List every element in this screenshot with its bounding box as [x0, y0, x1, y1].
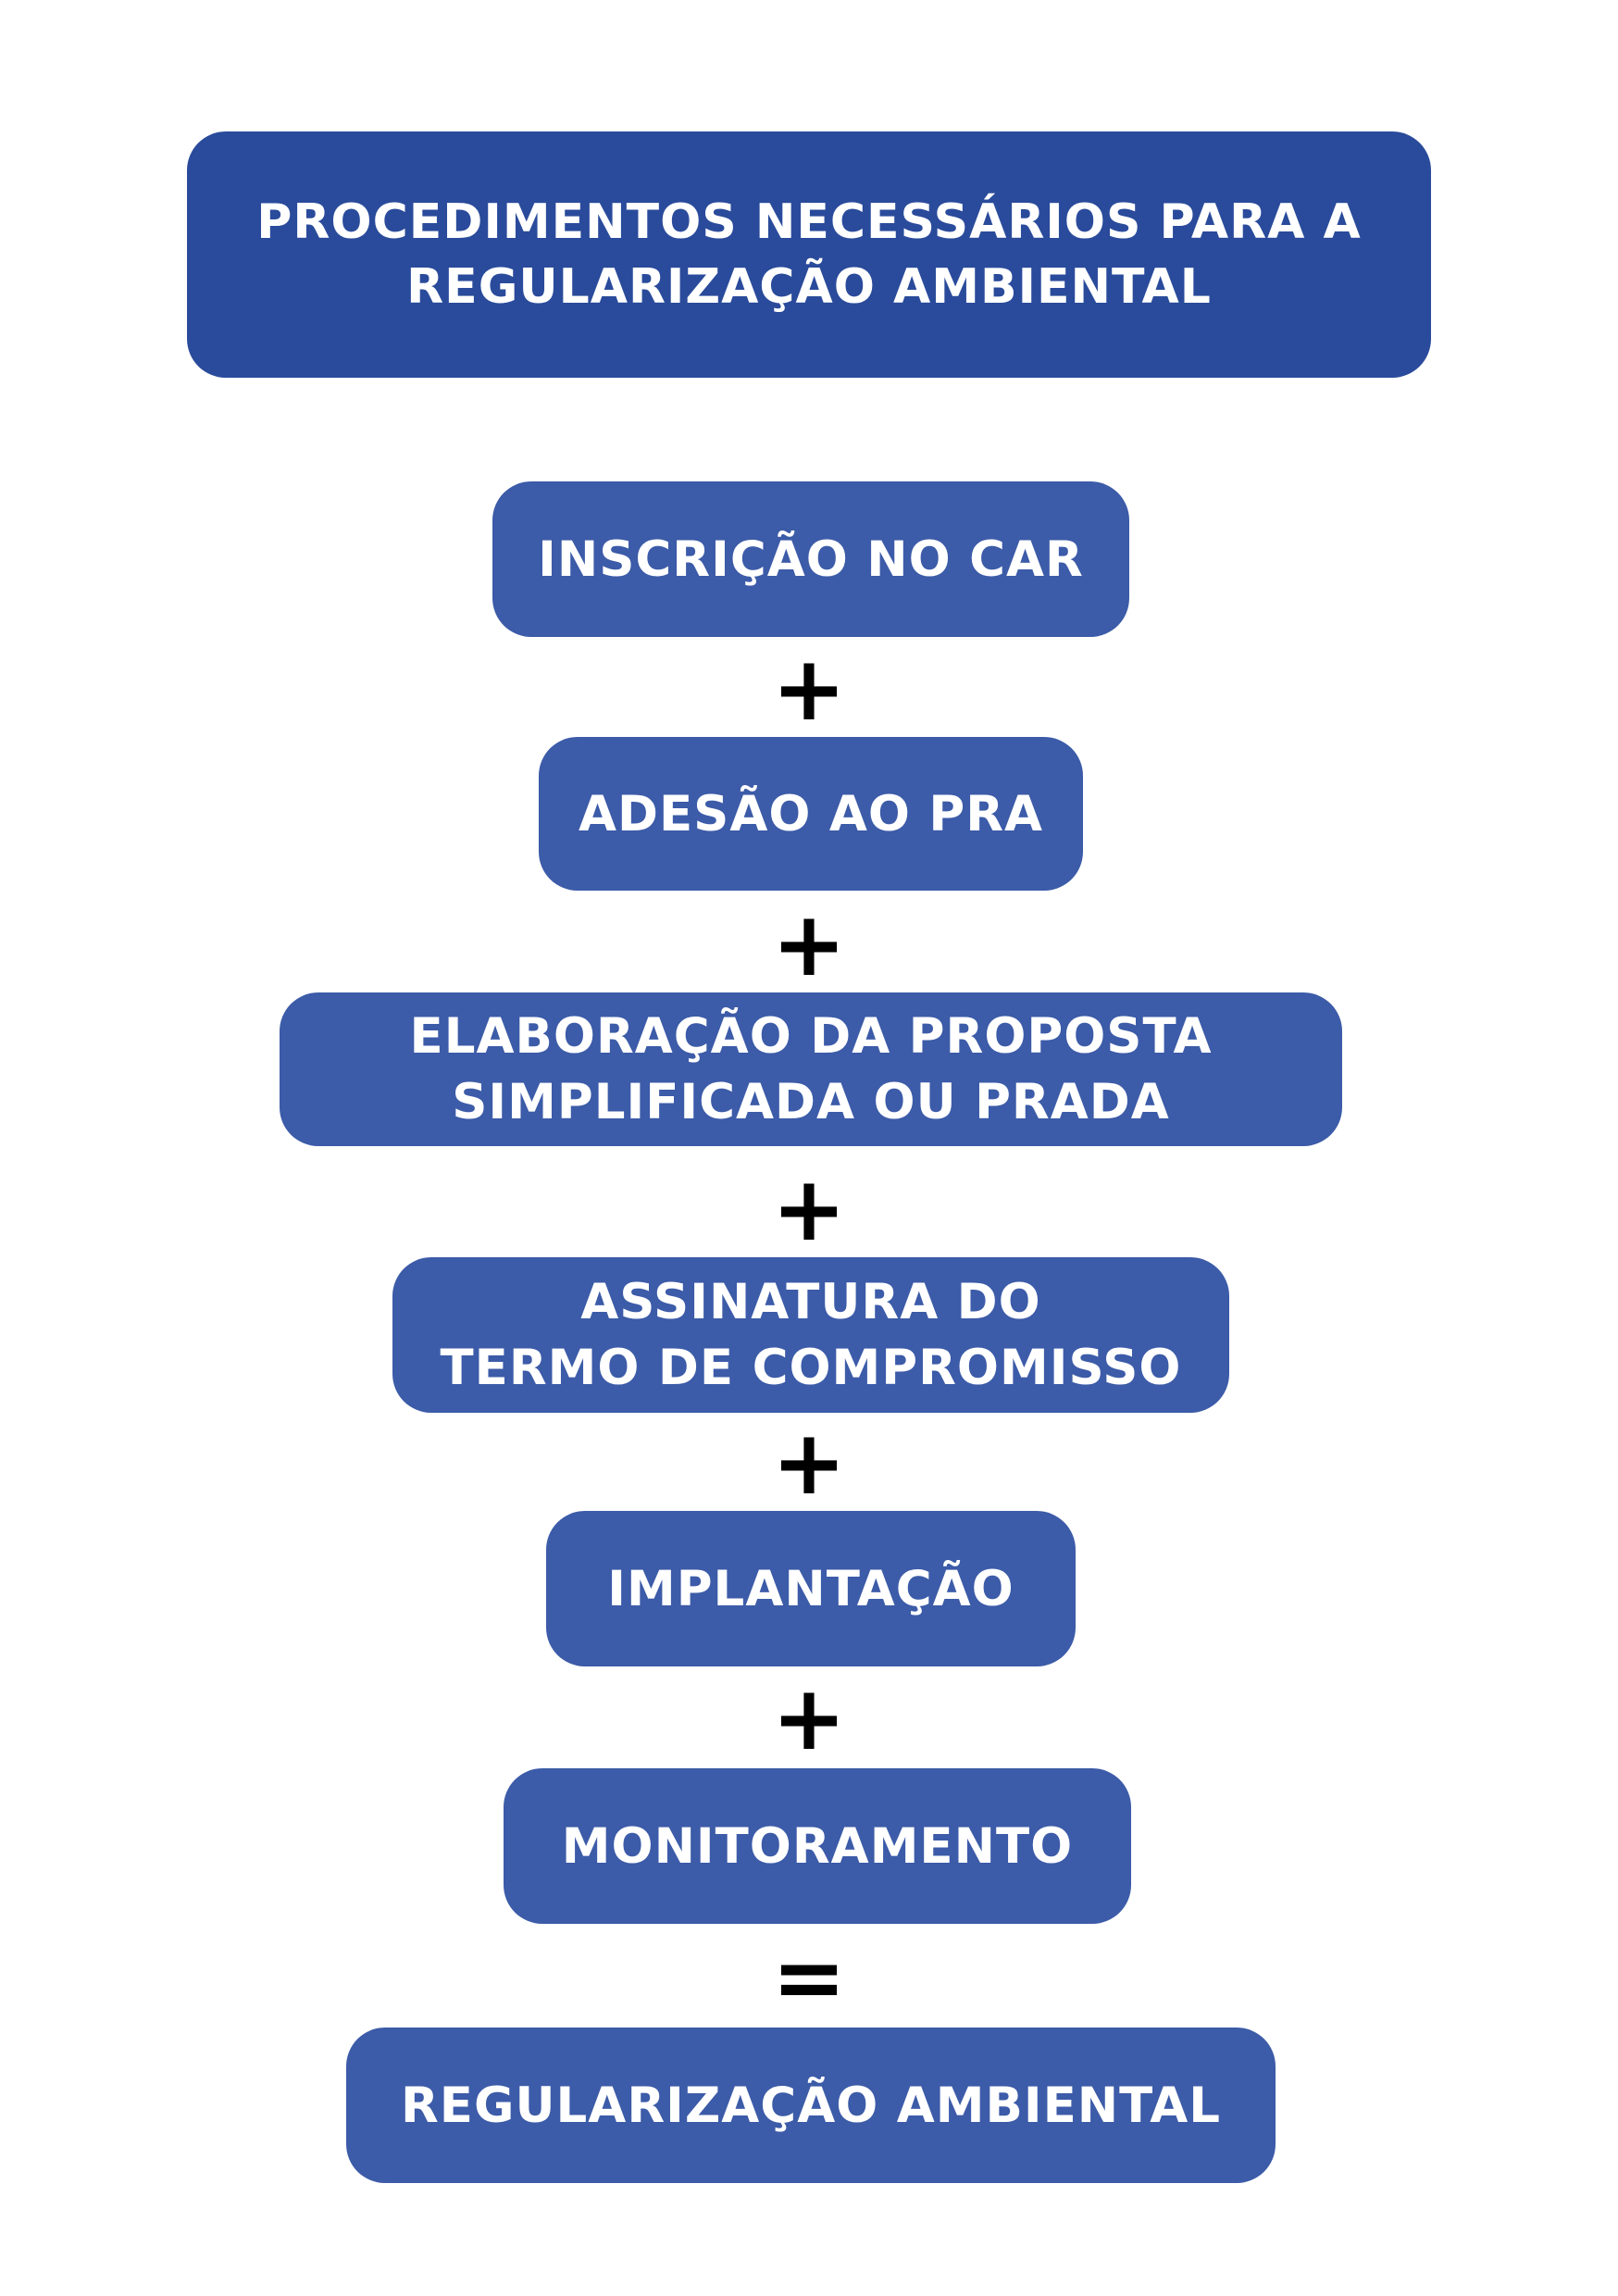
step-monitoramento: MONITORAMENTO — [504, 1768, 1131, 1924]
equals-operator: = — [771, 1926, 847, 2029]
result-regularizacao-ambiental: REGULARIZAÇÃO AMBIENTAL — [346, 2028, 1276, 2183]
step-adesao-pra: ADESÃO AO PRA — [539, 737, 1083, 891]
step-assinatura-termo: ASSINATURA DO TERMO DE COMPROMISSO — [392, 1257, 1229, 1413]
plus-operator-3: + — [771, 1157, 847, 1261]
step-inscricao-car: INSCRIÇÃO NO CAR — [492, 481, 1129, 637]
step-elaboracao-proposta: ELABORAÇÃO DA PROPOSTA SIMPLIFICADA OU P… — [280, 992, 1342, 1146]
plus-operator-4: + — [771, 1411, 847, 1515]
diagram-title: PROCEDIMENTOS NECESSÁRIOS PARA A REGULAR… — [187, 131, 1431, 378]
plus-operator-5: + — [771, 1666, 847, 1770]
plus-operator-1: + — [771, 637, 847, 741]
plus-operator-2: + — [771, 892, 847, 996]
step-implantacao: IMPLANTAÇÃO — [546, 1511, 1076, 1666]
